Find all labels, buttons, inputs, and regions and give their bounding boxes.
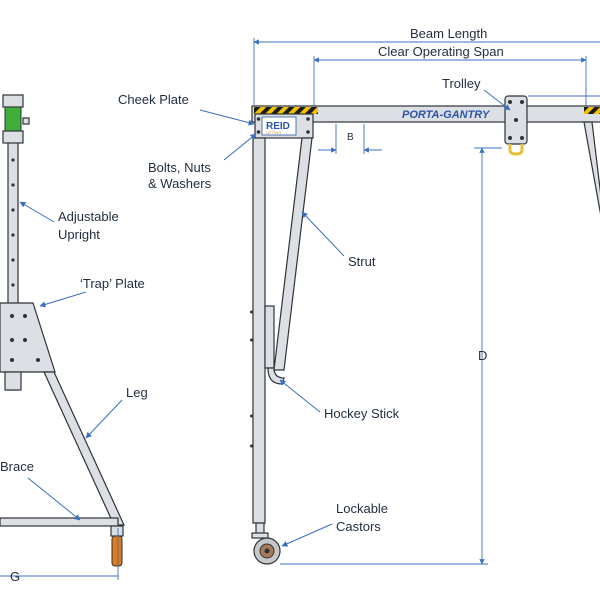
- side-castor-mount: [110, 525, 124, 537]
- leader-castors: [281, 523, 333, 547]
- label-adjustable-1: Adjustable: [58, 209, 119, 224]
- trap-plate-holes: [10, 314, 40, 362]
- logo-sub-text: LIFTING: [266, 130, 281, 135]
- upright-clamp-base: [2, 130, 24, 144]
- right-strut: [583, 121, 600, 215]
- castor-axle: [264, 548, 270, 554]
- trolley-hook: [508, 144, 524, 156]
- side-view: G: [0, 94, 125, 584]
- brace: [0, 517, 119, 527]
- reid-logo: [261, 116, 297, 136]
- dimensions: Beam Length Clear Operating Span B D: [253, 26, 600, 565]
- label-cheek-plate: Cheek Plate: [118, 92, 189, 107]
- label-bolts-2: & Washers: [148, 176, 212, 191]
- label-hockey-stick: Hockey Stick: [324, 406, 400, 421]
- leader-bolts: [223, 133, 257, 161]
- leader-trap-plate: [39, 291, 87, 308]
- labels: Cheek Plate Bolts, Nuts & Washers Trolle…: [0, 76, 511, 547]
- logo-text: REID: [266, 121, 290, 132]
- leader-adjustable-upright: [19, 201, 55, 223]
- label-lockable-1: Lockable: [336, 501, 388, 516]
- leader-leg: [85, 399, 123, 439]
- leader-trolley: [483, 89, 511, 111]
- label-leg: Leg: [126, 385, 148, 400]
- hazard-stripe-right: [584, 107, 600, 114]
- dim-d-label: D: [478, 348, 487, 363]
- label-trolley: Trolley: [442, 76, 481, 91]
- upright-bottom-clamp: [4, 371, 22, 391]
- leader-brace: [27, 477, 81, 521]
- label-strut: Strut: [348, 254, 376, 269]
- strut: [273, 137, 313, 371]
- label-lockable-2: Castors: [336, 519, 381, 534]
- front-upright: [252, 137, 266, 524]
- label-bolts-1: Bolts, Nuts: [148, 160, 211, 175]
- clamp-knob: [22, 117, 30, 125]
- upright-holes: [11, 158, 15, 287]
- hockey-stick: [264, 305, 275, 369]
- label-brace: Brace: [0, 459, 34, 474]
- front-upright-holes: [250, 310, 253, 448]
- front-view: PORTA-GANTRY REID LIFTING: [250, 95, 600, 565]
- label-trap-plate: ‘Trap’ Plate: [80, 276, 145, 291]
- cheek-plate-bolts: [256, 117, 310, 134]
- dim-g-label: G: [10, 569, 20, 584]
- leader-hockey-stick: [279, 379, 321, 413]
- leg: [43, 371, 125, 526]
- side-castor-wheel: [111, 535, 123, 567]
- green-clamp: [4, 106, 22, 132]
- leader-strut: [301, 211, 345, 257]
- label-adjustable-2: Upright: [58, 227, 100, 242]
- upright-top-cap: [2, 94, 24, 108]
- leader-cheek-plate: [199, 109, 255, 126]
- clear-span-label: Clear Operating Span: [378, 44, 504, 59]
- trolley-bolts: [508, 100, 524, 140]
- dim-b-label: B: [347, 132, 354, 143]
- trap-plate: [0, 302, 56, 373]
- hazard-stripe-left: [254, 107, 318, 114]
- castor-plate: [251, 532, 269, 539]
- beam-brand: PORTA-GANTRY: [402, 109, 491, 121]
- beam-length-label: Beam Length: [410, 26, 487, 41]
